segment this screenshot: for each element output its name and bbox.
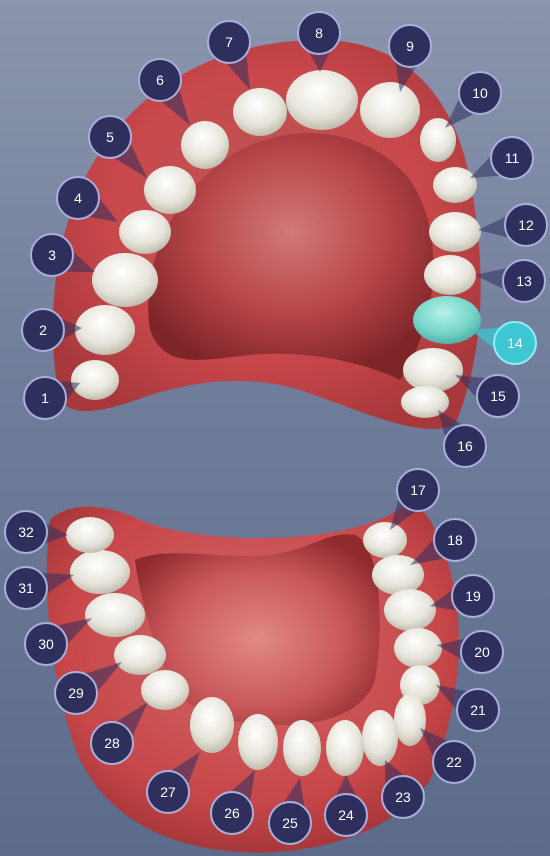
tooth-number-label: 29 — [68, 685, 84, 701]
tooth-pin-12[interactable]: 12 — [478, 204, 547, 246]
tooth-3[interactable] — [92, 253, 158, 307]
tooth-number-label: 4 — [74, 190, 82, 206]
tooth-24[interactable] — [326, 720, 364, 776]
tooth-number-label: 13 — [516, 273, 532, 289]
tooth-number-label: 11 — [505, 150, 520, 166]
tooth-number-label: 26 — [224, 805, 240, 821]
tooth-4[interactable] — [119, 210, 171, 254]
tooth-12[interactable] — [429, 212, 481, 252]
tooth-19[interactable] — [384, 589, 436, 631]
tooth-7[interactable] — [233, 88, 287, 136]
tooth-6[interactable] — [181, 121, 229, 169]
tooth-number-label: 18 — [447, 532, 463, 548]
tooth-number-label: 5 — [106, 129, 114, 145]
tooth-number-label: 28 — [104, 735, 120, 751]
tooth-1[interactable] — [71, 360, 119, 400]
tooth-number-label: 6 — [156, 72, 164, 88]
tooth-9[interactable] — [360, 82, 420, 138]
tooth-number-label: 21 — [470, 702, 486, 718]
tooth-5[interactable] — [144, 166, 196, 214]
tooth-number-label: 15 — [490, 388, 506, 404]
tooth-number-label: 10 — [472, 85, 488, 101]
tooth-27[interactable] — [190, 697, 234, 753]
tooth-number-label: 14 — [507, 335, 523, 351]
tooth-number-label: 32 — [18, 524, 34, 540]
tooth-number-label: 31 — [18, 580, 34, 596]
tooth-pin-14[interactable]: 14 — [470, 322, 536, 364]
tooth-number-label: 20 — [474, 644, 490, 660]
tooth-15[interactable] — [403, 348, 463, 392]
tooth-28[interactable] — [141, 670, 189, 710]
tooth-number-label: 9 — [406, 38, 414, 54]
tooth-pin-10[interactable]: 10 — [445, 72, 501, 128]
tooth-number-label: 30 — [38, 636, 54, 652]
tooth-pin-11[interactable]: 11 — [470, 137, 533, 179]
tooth-number-label: 1 — [41, 390, 49, 406]
tooth-pin-13[interactable]: 13 — [475, 260, 545, 302]
tooth-13[interactable] — [424, 255, 476, 295]
tooth-number-label: 24 — [338, 807, 354, 823]
tooth-number-label: 25 — [282, 815, 298, 831]
tooth-number-label: 3 — [48, 247, 56, 263]
tooth-number-label: 8 — [315, 25, 323, 41]
tooth-number-label: 19 — [465, 588, 481, 604]
tooth-number-label: 16 — [457, 438, 473, 454]
tooth-11[interactable] — [433, 167, 477, 203]
tooth-23[interactable] — [362, 710, 398, 766]
tooth-number-label: 27 — [160, 784, 176, 800]
tooth-number-label: 2 — [39, 322, 47, 338]
tooth-number-label: 23 — [395, 789, 411, 805]
tooth-8[interactable] — [286, 70, 358, 130]
tooth-number-label: 17 — [410, 482, 426, 498]
tooth-20[interactable] — [394, 628, 442, 668]
tooth-29[interactable] — [114, 635, 166, 675]
tooth-22[interactable] — [394, 694, 426, 746]
tooth-number-label: 12 — [518, 217, 534, 233]
tooth-30[interactable] — [85, 593, 145, 637]
tooth-32[interactable] — [66, 517, 114, 553]
tooth-14[interactable] — [413, 296, 481, 344]
tooth-17[interactable] — [363, 522, 407, 558]
tooth-2[interactable] — [75, 305, 135, 355]
tooth-pin-16[interactable]: 16 — [438, 410, 486, 467]
tooth-26[interactable] — [238, 714, 278, 770]
tooth-25[interactable] — [283, 720, 321, 776]
tooth-number-label: 7 — [225, 34, 233, 50]
tooth-number-label: 22 — [446, 754, 462, 770]
tooth-31[interactable] — [70, 550, 130, 594]
upper-arch — [53, 40, 481, 429]
